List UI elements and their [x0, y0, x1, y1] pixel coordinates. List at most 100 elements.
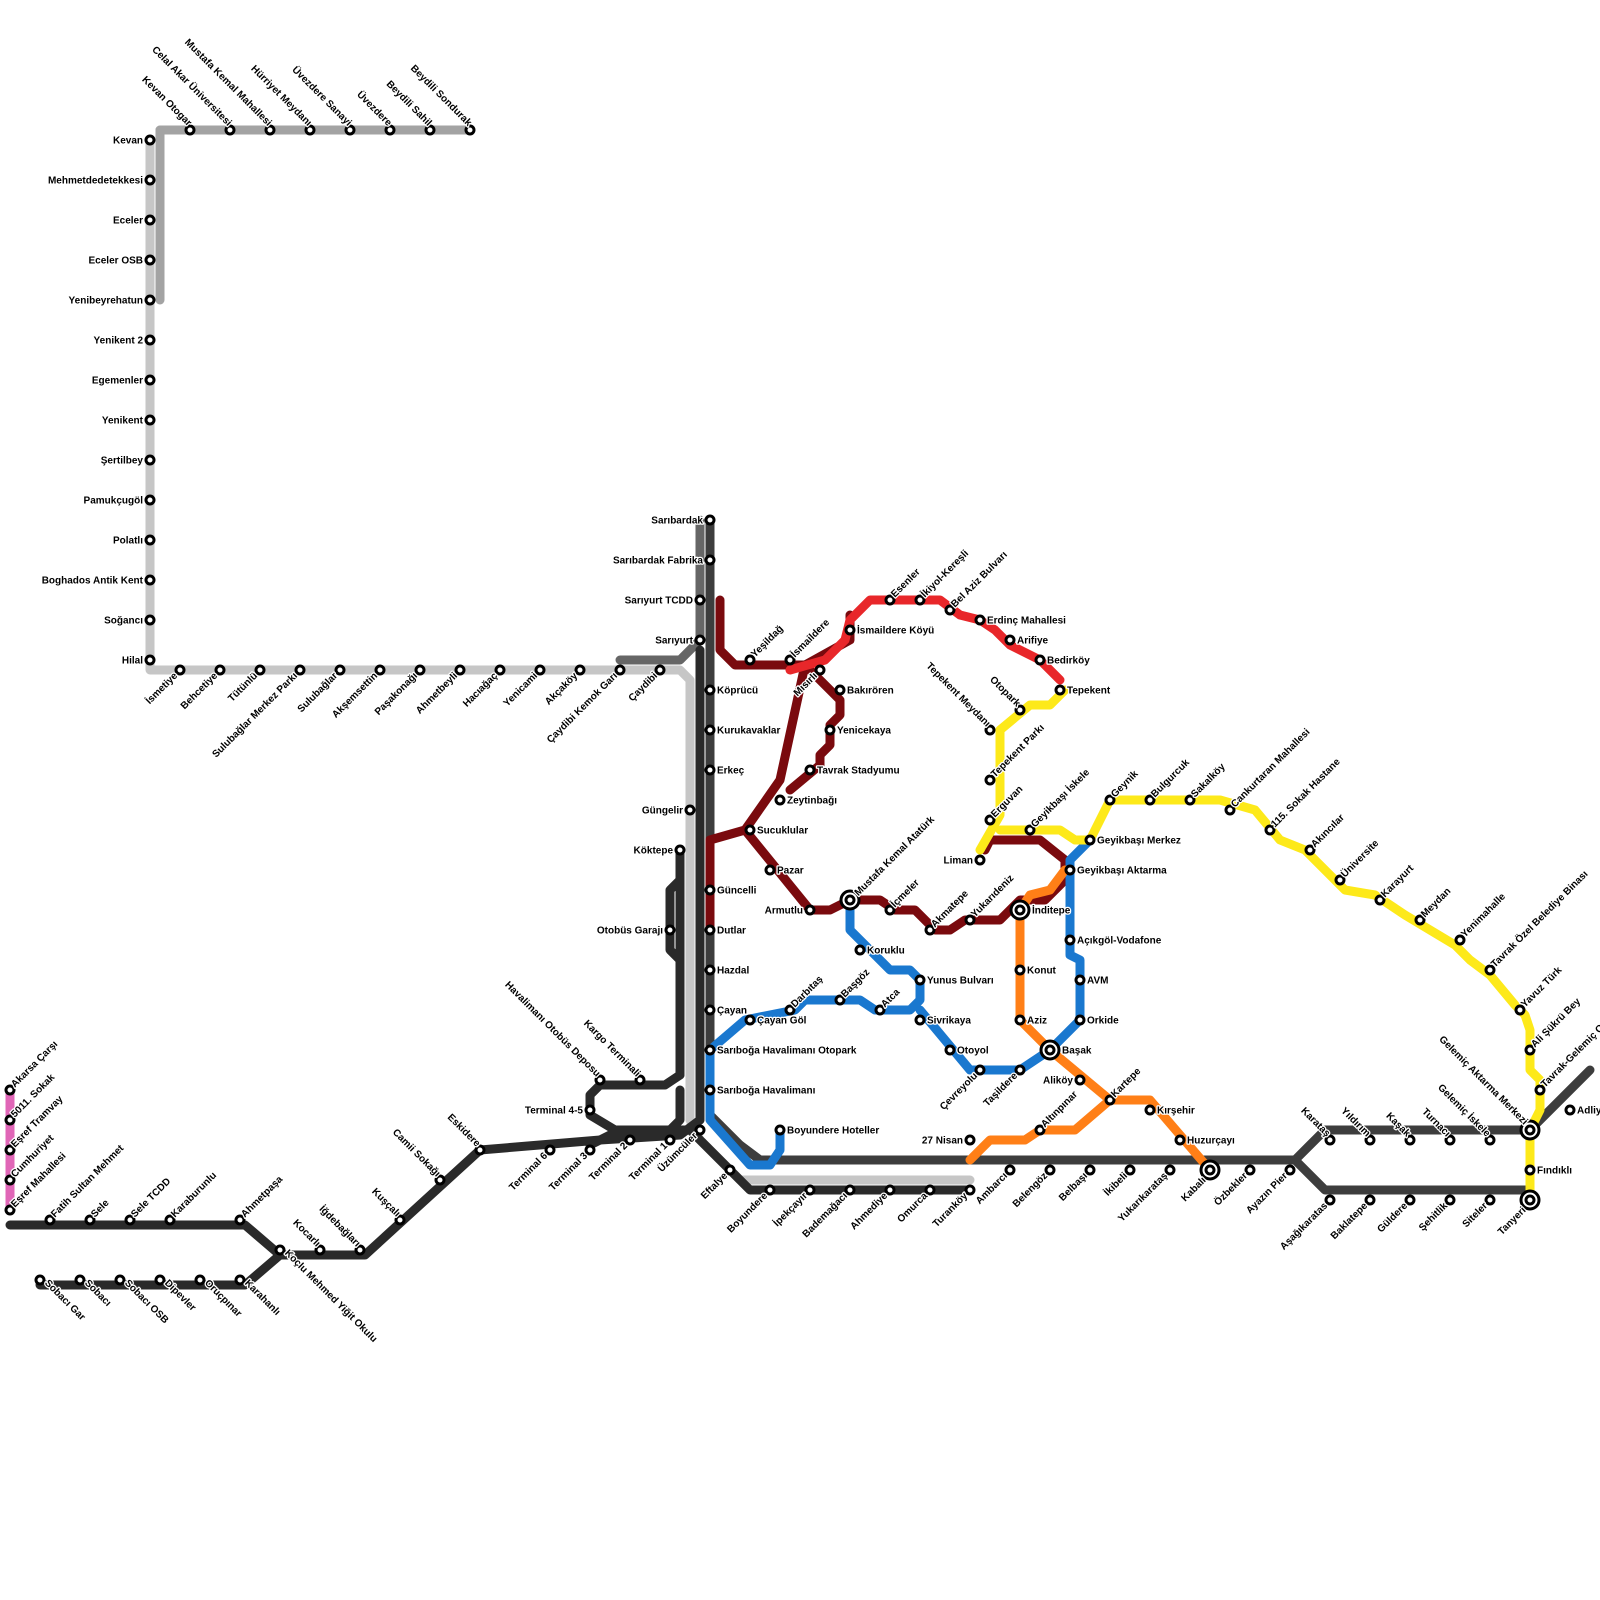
station-marker[interactable] — [146, 336, 154, 344]
station-marker[interactable] — [1056, 686, 1064, 694]
station-label[interactable]: Ahmetpaşa — [239, 1174, 285, 1220]
station-marker[interactable] — [806, 766, 814, 774]
station-marker[interactable] — [786, 656, 794, 664]
station-marker[interactable] — [706, 966, 714, 974]
station-marker[interactable] — [966, 1136, 974, 1144]
station-label[interactable]: Erdinç Mahallesi — [987, 616, 1066, 627]
station-label[interactable]: Tütünlü — [226, 671, 260, 705]
station-label[interactable]: Sulubağlar Merkez Parkı — [210, 670, 300, 760]
station-label[interactable]: Çaydibi — [627, 670, 660, 703]
station-label[interactable]: Sakalköy — [1189, 761, 1228, 800]
station-marker[interactable] — [146, 496, 154, 504]
station-marker[interactable] — [436, 1176, 444, 1184]
station-marker[interactable] — [1106, 1096, 1114, 1104]
station-marker[interactable] — [226, 126, 234, 134]
station-marker[interactable] — [1036, 1126, 1044, 1134]
station-label[interactable]: Çevreyolu — [938, 1071, 980, 1113]
station-marker[interactable] — [746, 1016, 754, 1024]
station-marker[interactable] — [126, 1216, 134, 1224]
station-label[interactable]: Boyundere — [725, 1190, 770, 1235]
station-marker[interactable] — [1016, 1066, 1024, 1074]
station-marker[interactable] — [6, 1206, 14, 1214]
station-label[interactable]: Kartepe — [1109, 1066, 1143, 1100]
station-label[interactable]: Aziz — [1027, 1016, 1047, 1027]
station-marker[interactable] — [986, 726, 994, 734]
station-marker[interactable] — [1456, 936, 1464, 944]
station-label[interactable]: Erguvan — [989, 784, 1025, 820]
station-marker[interactable] — [826, 726, 834, 734]
station-label[interactable]: Hacıağaç — [461, 670, 500, 709]
station-marker[interactable] — [766, 866, 774, 874]
station-marker[interactable] — [696, 636, 704, 644]
station-label[interactable]: Karayurt — [1379, 863, 1416, 900]
station-marker[interactable] — [1406, 1136, 1414, 1144]
station-marker[interactable] — [1146, 1106, 1154, 1114]
station-label[interactable]: Bulgurcuk — [1149, 757, 1192, 800]
station-marker[interactable] — [1446, 1196, 1454, 1204]
station-label[interactable]: Taşildere — [982, 1070, 1021, 1109]
station-label[interactable]: Darbıtaş — [789, 974, 825, 1010]
station-marker[interactable] — [146, 456, 154, 464]
station-marker[interactable] — [666, 1136, 674, 1144]
station-label[interactable]: Koçlu Mehmed Yiğit Okulu — [282, 1248, 379, 1345]
station-marker[interactable] — [776, 796, 784, 804]
station-label[interactable]: Sele TCDD — [129, 1176, 173, 1220]
station-label[interactable]: Camii Sokağı — [390, 1127, 442, 1179]
station-marker[interactable] — [1186, 796, 1194, 804]
station-label[interactable]: Otoyol — [957, 1046, 989, 1057]
station-label[interactable]: Ahmediye — [848, 1190, 890, 1232]
station-label[interactable]: Köktepe — [634, 846, 674, 857]
station-label[interactable]: Paşakonağı — [373, 670, 420, 717]
station-marker[interactable] — [916, 1016, 924, 1024]
station-marker[interactable] — [156, 1276, 164, 1284]
station-label[interactable]: Celal Akar Üniversitesi — [149, 43, 235, 129]
station-marker[interactable] — [196, 1276, 204, 1284]
station-marker[interactable] — [1036, 656, 1044, 664]
station-marker[interactable] — [806, 1186, 814, 1194]
station-label[interactable]: Ayazın Pier — [1244, 1171, 1290, 1217]
station-marker[interactable] — [376, 666, 384, 674]
station-label[interactable]: Orkide — [1087, 1016, 1119, 1027]
station-label[interactable]: Konut — [1027, 966, 1057, 977]
station-label[interactable]: Omurca — [896, 1190, 931, 1225]
station-marker[interactable] — [836, 686, 844, 694]
station-label[interactable]: Egemenler — [92, 376, 143, 387]
station-marker[interactable] — [1016, 706, 1024, 714]
station-marker[interactable] — [806, 906, 814, 914]
station-label[interactable]: Sarıbardak Fabrika — [613, 556, 703, 567]
station-marker[interactable] — [46, 1216, 54, 1224]
station-label[interactable]: Köprücü — [717, 686, 758, 697]
station-label[interactable]: İnditepe — [1032, 904, 1071, 917]
station-marker[interactable] — [236, 1216, 244, 1224]
station-label[interactable]: Güncelli — [717, 886, 757, 897]
station-label[interactable]: Gelemiç Aktarma Merkezi — [1436, 1034, 1529, 1127]
station-label[interactable]: Yavuz Türk — [1519, 965, 1564, 1010]
station-label[interactable]: Terminal 4-5 — [525, 1106, 584, 1117]
station-marker[interactable] — [616, 666, 624, 674]
station-label[interactable]: Sarıyurt TCDD — [625, 596, 693, 607]
station-marker[interactable] — [636, 1076, 644, 1084]
station-marker[interactable] — [1486, 1136, 1494, 1144]
station-label[interactable]: Geyikbaşı İskele — [1028, 765, 1093, 830]
station-marker[interactable] — [146, 376, 154, 384]
station-marker[interactable] — [546, 1146, 554, 1154]
station-label[interactable]: Üvezdere — [354, 88, 395, 129]
station-marker[interactable] — [766, 1186, 774, 1194]
station-marker[interactable] — [6, 1086, 14, 1094]
station-label[interactable]: Soğancı — [104, 616, 143, 627]
station-label[interactable]: Terminal 6 — [507, 1150, 550, 1193]
station-marker[interactable] — [966, 916, 974, 924]
station-label[interactable]: Mehmetdedetekkesi — [48, 176, 143, 187]
station-marker[interactable] — [886, 906, 894, 914]
station-marker[interactable] — [1166, 1166, 1174, 1174]
station-label[interactable]: Tepekent — [1067, 686, 1111, 697]
station-marker[interactable] — [706, 766, 714, 774]
station-marker[interactable] — [1016, 966, 1024, 974]
station-marker[interactable] — [726, 1166, 734, 1174]
station-label[interactable]: Geynik — [1109, 768, 1141, 800]
station-label[interactable]: Hilal — [122, 656, 143, 667]
station-marker[interactable] — [146, 296, 154, 304]
station-label[interactable]: Sucuklular — [757, 826, 808, 837]
station-marker[interactable] — [1076, 976, 1084, 984]
station-marker[interactable] — [416, 666, 424, 674]
